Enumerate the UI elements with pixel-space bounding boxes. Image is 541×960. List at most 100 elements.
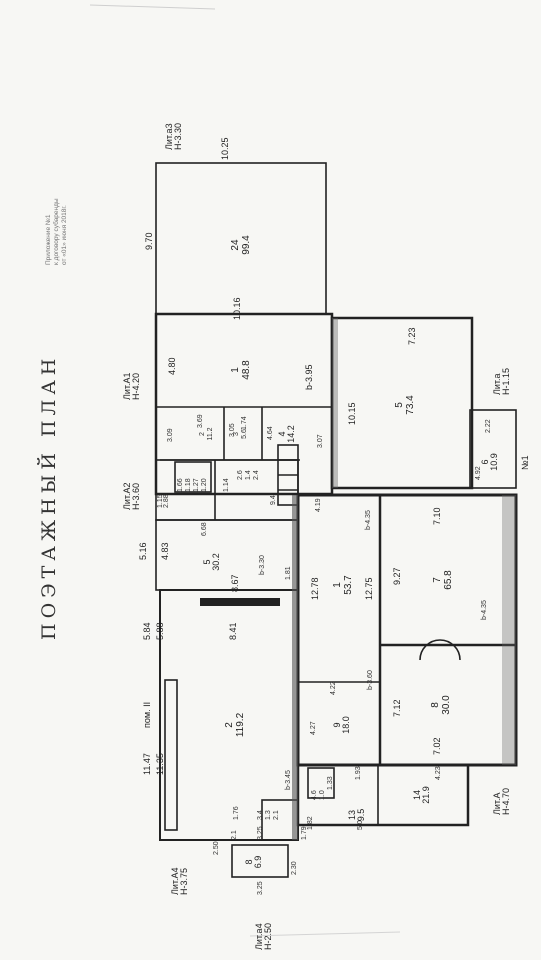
- room-2-small: 2 11.2: [199, 427, 214, 440]
- dimension-label: 2.50: [213, 841, 220, 855]
- plan-text: Лит.А2: [122, 482, 132, 510]
- plan-text: 24: [230, 239, 241, 251]
- plan-text: 21.9: [421, 786, 431, 804]
- dimension-label: 4.92: [475, 466, 482, 480]
- plan-text: 5.16: [138, 542, 148, 560]
- plan-text: 4.6: [311, 790, 318, 800]
- plan-text: 4.23: [435, 766, 442, 780]
- plan-text: 8.41: [228, 622, 238, 640]
- dimension-label: 1.0: [319, 790, 326, 800]
- scan-line: [249, 931, 401, 937]
- lit-a-top-label: Лит.а Н-1.15: [492, 368, 511, 395]
- plan-text: №1: [520, 455, 530, 470]
- plan-text: 9.5: [356, 809, 366, 822]
- plan-text: 3.69: [197, 414, 204, 428]
- plan-text: 7: [432, 577, 443, 583]
- dimension-label: 9.70: [144, 232, 154, 250]
- plan-text: 5.88: [155, 622, 165, 640]
- plan-text: 2: [199, 432, 206, 436]
- lit-a4b-label: Лит.а4 Н-2.50: [254, 923, 273, 950]
- plan-text: 53.7: [343, 575, 354, 595]
- plan-text: b-4.35: [365, 510, 372, 530]
- dimension-label: 2.88: [163, 494, 170, 508]
- plan-text: от «01» июня 2018г.: [61, 205, 68, 265]
- dimension-label: 3.07: [317, 434, 324, 448]
- room-14: 14 21.9: [412, 786, 431, 804]
- plan-text: 65.8: [443, 570, 454, 590]
- dimension-label: 1.74: [241, 416, 248, 430]
- plan-text: 11.2: [207, 427, 214, 440]
- room-4: 4 14.2: [277, 425, 296, 443]
- plan-text: 1.14: [223, 478, 230, 492]
- scan-line: [89, 4, 216, 10]
- plan-text: 4.83: [160, 542, 170, 560]
- plan-text: 5: [394, 402, 405, 408]
- plan-text: 6.9: [253, 856, 263, 869]
- plan-text: b-3.45: [285, 770, 292, 790]
- plan-text: b-3.95: [304, 364, 314, 390]
- plan-text: 1.74: [241, 416, 248, 430]
- room-8-outline: [231, 844, 289, 878]
- dimension-label: 1.93: [355, 766, 362, 780]
- plan-text: 1.20: [201, 478, 208, 492]
- room-5: 5 73.4: [394, 395, 416, 415]
- plan-text: 10.9: [489, 453, 499, 471]
- plan-text: 3.09: [167, 428, 174, 442]
- dimension-label: 5.16: [138, 542, 148, 560]
- plan-text: 1: [230, 367, 241, 373]
- plan-text: 3.25: [257, 881, 264, 895]
- north-label: №1: [520, 455, 530, 470]
- dimension-label: 7.10: [432, 507, 442, 525]
- dimension-label: 11.47: [142, 753, 152, 775]
- dimension-label: 1.76: [233, 806, 240, 820]
- plan-text: 1.82: [307, 816, 314, 830]
- plan-text: 13: [347, 810, 357, 820]
- plan-text: 1.93: [355, 766, 362, 780]
- plan-text: 1.66: [177, 478, 184, 492]
- plan-text: 8.67: [230, 574, 240, 592]
- plan-text: Лит.А4: [170, 867, 180, 895]
- dimension-label: 10.15: [347, 402, 357, 425]
- plan-text: Лит.а4: [254, 923, 264, 950]
- room-5b-outline: [155, 519, 299, 591]
- dimension-label: 6.68: [201, 522, 208, 536]
- dimension-label: 5.0: [357, 820, 364, 830]
- dimension-label: 12.75: [364, 577, 374, 600]
- plan-text: 7.10: [432, 507, 442, 525]
- room-8b: 8 6.9: [244, 856, 263, 869]
- plan-text: 2.88: [163, 494, 170, 508]
- plan-text: 7.02: [432, 737, 442, 755]
- plan-text: 119.2: [235, 712, 246, 737]
- plan-text: 9.27: [392, 567, 402, 585]
- plan-text: к договору субаренды: [52, 198, 60, 265]
- dimension-label: 3.09: [167, 428, 174, 442]
- plan-text: 1.76: [233, 806, 240, 820]
- plan-text: Н-4.70: [501, 788, 511, 815]
- pom-label: пом. II: [142, 702, 152, 728]
- plan-text: 10.25: [220, 137, 230, 160]
- plan-text: 1.0: [319, 790, 326, 800]
- plan-text: 5: [202, 559, 212, 564]
- plan-text: 4.80: [167, 357, 177, 375]
- plan-text: 4.64: [267, 426, 274, 440]
- dimension-label: 4.27: [310, 721, 317, 735]
- dimension-label: 8.67: [230, 574, 240, 592]
- thick-wall: [332, 318, 338, 488]
- plan-text: 7.23: [407, 327, 417, 345]
- lit-a4-label: Лит.А4 Н-3.75: [170, 867, 189, 895]
- dimension-label: 1.18: [185, 478, 192, 492]
- dimension-label: b-3.45: [285, 770, 292, 790]
- plan-text: 2: [224, 722, 235, 728]
- dimension-label: 3.4: [257, 810, 264, 820]
- plan-text: Лит.а3: [164, 123, 174, 150]
- plan-text: 11.35: [155, 753, 165, 775]
- plan-text: 99.4: [241, 235, 252, 255]
- dimension-label: 4.6: [311, 790, 318, 800]
- dimension-label: 2.30: [291, 861, 298, 875]
- dimension-label: 12.78: [310, 577, 320, 600]
- plan-text: Н-3.30: [173, 123, 183, 150]
- dimension-label: 4.23: [435, 766, 442, 780]
- thick-wall: [502, 495, 516, 765]
- wc-rooms: [307, 767, 335, 799]
- plan-text: 1.27: [193, 478, 200, 492]
